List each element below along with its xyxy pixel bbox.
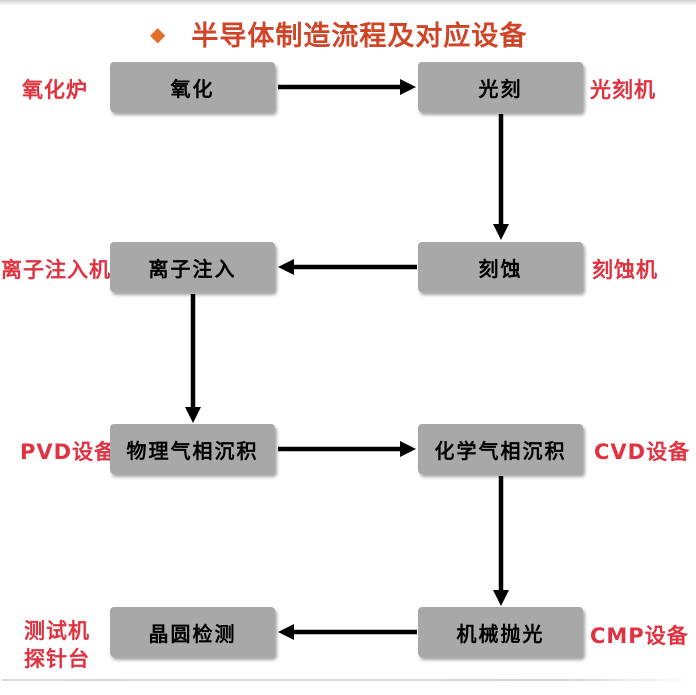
equipment-label-oxidation-furnace: 氧化炉 bbox=[22, 78, 88, 102]
step-box-cvd: 化学气相沉积 bbox=[418, 424, 583, 474]
equipment-label-etcher: 刻蚀机 bbox=[592, 258, 658, 282]
equipment-label-cvd: CVD设备 bbox=[594, 440, 691, 464]
step-box-oxidation: 氧化 bbox=[110, 62, 275, 112]
equipment-label-tester-probe-station: 测试机 探针台 bbox=[24, 617, 90, 673]
equipment-label-pvd: PVD设备 bbox=[20, 440, 117, 464]
equipment-label-probe-station: 探针台 bbox=[24, 647, 90, 671]
top-edge-shadow bbox=[0, 0, 696, 6]
step-box-wafer-test: 晶圆检测 bbox=[110, 607, 275, 657]
step-box-cmp: 机械抛光 bbox=[418, 607, 583, 657]
equipment-label-lithography-machine: 光刻机 bbox=[590, 78, 656, 102]
step-box-pvd: 物理气相沉积 bbox=[110, 424, 275, 474]
equipment-label-ion-implanter: 离子注入机 bbox=[1, 258, 111, 282]
chart-title-row: ◆ 半导体制造流程及对应设备 bbox=[150, 14, 527, 53]
diamond-bullet-icon: ◆ bbox=[150, 21, 166, 46]
equipment-label-tester: 测试机 bbox=[24, 619, 90, 643]
equipment-label-cmp: CMP设备 bbox=[590, 624, 689, 648]
step-box-etching: 刻蚀 bbox=[418, 242, 583, 292]
step-box-lithography: 光刻 bbox=[418, 62, 583, 112]
bottom-divider bbox=[2, 679, 690, 681]
page-title: 半导体制造流程及对应设备 bbox=[191, 21, 528, 52]
step-box-ion-implantation: 离子注入 bbox=[110, 242, 275, 292]
